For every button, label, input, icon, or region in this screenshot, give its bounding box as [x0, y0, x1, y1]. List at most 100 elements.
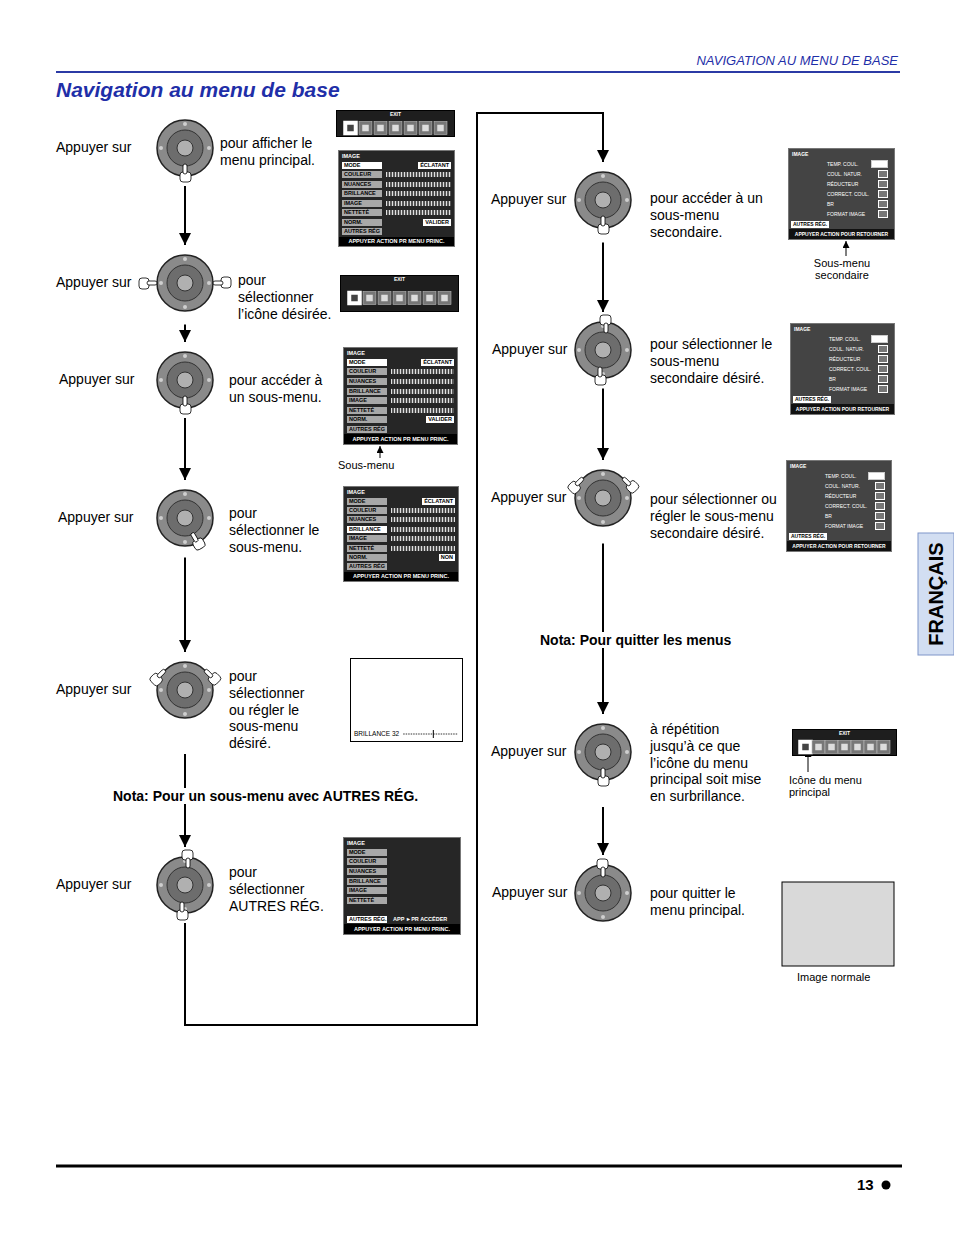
menu-item: TEMP. COUL. — [827, 161, 858, 167]
level-bar — [386, 201, 451, 206]
menu-item: BRILLANCE — [342, 190, 382, 197]
menu-item: AUTRES RÉG — [347, 426, 387, 433]
flow-arrow — [602, 807, 604, 855]
step-group: Appuyer sur à répétition jusqu’à ce que l… — [491, 714, 762, 807]
step-prompt: Appuyer sur — [56, 274, 131, 291]
level-bar — [386, 210, 451, 215]
menu-item: CORRECT. COUL. — [825, 503, 867, 509]
menu-item: RÉDUCTEUR — [827, 181, 858, 187]
level-bar — [391, 389, 454, 394]
menu-value: VALIDER — [423, 219, 451, 226]
menu-value: NON — [439, 554, 455, 561]
submenu-screen: IMAGETEMP. COUL.COUL. NATUR.RÉDUCTEURCOR… — [786, 460, 892, 552]
step-group: Appuyer surpour sélectionner AUTRES RÉG. — [56, 847, 334, 923]
menu-value: ÉCLATANT — [422, 498, 455, 505]
menu-item: MODE — [347, 498, 387, 505]
step-description: pour sélectionner ou régler le sous-menu… — [650, 491, 784, 541]
level-bar — [386, 182, 451, 187]
value-box — [871, 335, 888, 343]
check-box — [878, 355, 888, 363]
menu-item: BR — [827, 201, 834, 207]
menu-icons — [793, 738, 896, 756]
note: Nota: Pour un sous-menu avec AUTRES RÉG. — [110, 788, 421, 804]
menu-item: COUL. NATUR. — [825, 483, 860, 489]
step-prompt: Appuyer sur — [492, 884, 567, 901]
step-group: Appuyer surpour quitter le menu principa… — [492, 855, 762, 931]
menu-item: NETTETÉ — [347, 545, 387, 552]
step-prompt: Appuyer sur — [491, 743, 566, 760]
menu-item: NORM. — [347, 416, 387, 423]
check-box — [878, 170, 888, 178]
language-tab-label: FRANÇAIS — [925, 542, 948, 645]
header-rule — [56, 71, 900, 73]
menu-value: VALIDER — [426, 416, 454, 423]
caption: Sous-menu secondaire — [804, 257, 880, 281]
remote-control — [135, 835, 235, 935]
menu-item: MODE — [347, 849, 387, 856]
note: Nota: Pour quitter les menus — [537, 632, 734, 648]
menu-item: NUANCES — [347, 378, 387, 385]
menu-value: ÉCLATANT — [421, 359, 454, 366]
menu-item: IMAGE — [347, 397, 387, 404]
step-group: Appuyer surpour afficher le menu princip… — [56, 110, 332, 186]
level-bar — [391, 369, 454, 374]
language-tab — [918, 533, 954, 655]
submenu-screen: IMAGETEMP. COUL.COUL. NATUR.RÉDUCTEURCOR… — [788, 148, 895, 240]
step-group: Appuyer surpour sélectionner ou régler l… — [491, 460, 784, 543]
check-box — [878, 365, 888, 373]
check-box — [878, 385, 888, 393]
check-box — [875, 492, 885, 500]
menu-item: AUTRES RÉG. — [789, 533, 827, 540]
step-description: pour accéder à un sous-menu. — [229, 372, 334, 406]
remote-control — [553, 448, 653, 548]
check-box — [875, 482, 885, 490]
step-prompt: Appuyer sur — [56, 876, 131, 893]
menu-item: FORMAT IMAGE — [829, 386, 867, 392]
menu-footer: APPUYER ACTION POUR RETOURNER — [789, 231, 894, 237]
menu-item: COUL. NATUR. — [829, 346, 864, 352]
menu-item: FORMAT IMAGE — [827, 211, 865, 217]
step-description: à répétition jusqu’à ce que l’icône du m… — [650, 721, 762, 805]
menu-item: AUTRES RÉG. — [791, 221, 829, 228]
check-box — [878, 190, 888, 198]
step-group: Appuyer sur pour accéder à un sous-menu. — [59, 342, 334, 418]
check-box — [878, 345, 888, 353]
menu-item: COULEUR — [347, 507, 387, 514]
level-bar — [391, 546, 455, 551]
leader-line — [846, 241, 847, 256]
level-bar — [391, 408, 454, 413]
adjust-screen: BRILLANCE 32 — [350, 658, 463, 742]
exit-label: EXIT — [341, 276, 458, 283]
menu-heading: IMAGE — [792, 151, 808, 157]
level-bar — [391, 379, 454, 384]
menu-item: NORM. — [342, 219, 382, 226]
value-box — [868, 472, 885, 480]
check-box — [875, 522, 885, 530]
menu-screen: IMAGEMODEÉCLATANTCOULEURNUANCESBRILLANCE… — [343, 347, 458, 445]
page-bullet — [882, 1181, 891, 1190]
menu-footer: APPUYER ACTION POUR RETOURNER — [791, 406, 894, 412]
caption: Icône du menu principal — [789, 774, 879, 798]
adjust-readout: BRILLANCE 32 — [354, 730, 399, 737]
menu-item: NORM. — [347, 554, 387, 561]
step-group: Appuyer surpour sélectionner le sous-men… — [58, 480, 334, 557]
menu-heading: IMAGE — [342, 153, 360, 159]
level-bar — [386, 191, 451, 196]
menu-item: AUTRES RÉG. — [347, 916, 387, 923]
level-bar — [391, 536, 455, 541]
step-prompt: Appuyer sur — [56, 139, 131, 156]
step-prompt: Appuyer sur — [492, 341, 567, 358]
menu-item: IMAGE — [347, 887, 387, 894]
step-prompt: Appuyer sur — [59, 371, 134, 388]
icon-bar: EXIT — [792, 729, 897, 756]
step-description: pour sélectionner le sous-menu secondair… — [650, 336, 780, 386]
remote-control — [553, 150, 653, 250]
check-box — [875, 502, 885, 510]
menu-item: FORMAT IMAGE — [825, 523, 863, 529]
menu-item: COULEUR — [347, 858, 387, 865]
check-box — [878, 180, 888, 188]
menu-item: BRILLANCE — [347, 526, 387, 533]
menu-item: CORRECT. COUL. — [829, 366, 871, 372]
menu-item: TEMP. COUL. — [825, 473, 856, 479]
menu-item: MODE — [342, 162, 382, 169]
